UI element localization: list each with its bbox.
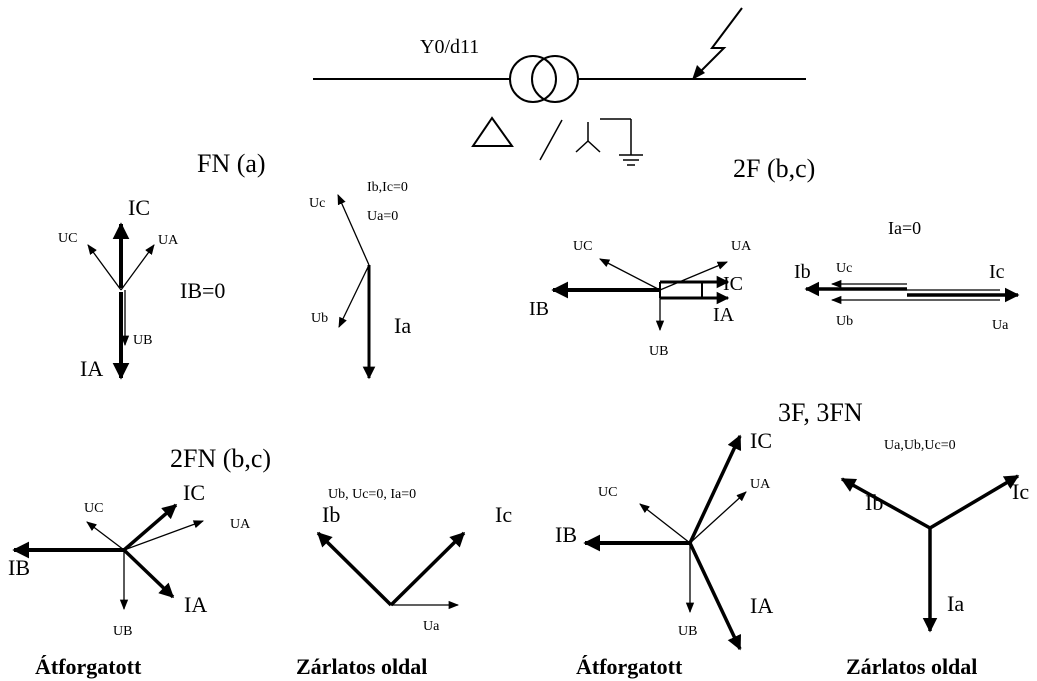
caption-rotated-left: Átforgatott: [35, 654, 142, 679]
title-fn: FN (a): [197, 149, 266, 178]
fn-faulted-diagram: Uc Ib,Ic=0 Ua=0 Ub Ia: [309, 180, 411, 380]
2f-Ua-label: Ua: [992, 318, 1009, 333]
2fn-UC-label: UC: [84, 501, 103, 516]
2f-UC-vector: [599, 258, 661, 291]
3f-Ia-label: Ia: [947, 591, 964, 616]
3f-IC-label: IC: [750, 428, 772, 453]
2f-UA-vector: [659, 261, 728, 291]
fn-UC-vector: [87, 244, 122, 291]
title-2fn: 2FN (b,c): [170, 444, 271, 473]
3f-UA-vector: [689, 491, 747, 544]
2f-Ub-label: Ub: [836, 314, 853, 329]
fn-UA-vector: [120, 244, 155, 291]
2fn-IB-label: IB: [8, 555, 30, 580]
transformer-winding-right: [531, 55, 579, 103]
2fn-Ua-label: Ua: [423, 619, 440, 634]
2f-UA-label: UA: [731, 239, 752, 254]
2f-rotated-diagram: UC UA IC IA IB UB: [529, 239, 752, 359]
3f-rotated-diagram: IC UC UA IB IA UB: [555, 428, 773, 651]
title-2f: 2F (b,c): [733, 154, 815, 183]
2fn-Ic-vector: [389, 531, 466, 607]
2fn-UC-vector: [86, 521, 125, 551]
2f-faulted-note: Ia=0: [888, 218, 921, 238]
3f-UA-label: UA: [750, 477, 771, 492]
2fn-IA-label: IA: [184, 592, 207, 617]
fn-Ia-label: Ia: [394, 313, 411, 338]
2f-IB-label: IB: [529, 298, 549, 320]
fn-Ub-vector: [338, 264, 370, 328]
transformer-label: Y0/d11: [420, 36, 479, 58]
3f-faulted-note: Ua,Ub,Uc=0: [884, 438, 956, 453]
fault-lightning-icon: [695, 7, 743, 77]
2fn-UB-label: UB: [113, 624, 132, 639]
2f-faulted-diagram: Ia=0 Ib Uc Ub Ic Ua: [794, 218, 1020, 333]
fn-UC-label: UC: [58, 231, 77, 246]
2f-Ib-label: Ib: [794, 261, 811, 283]
transformer-schematic: Y0/d11: [313, 7, 806, 166]
3f-IB-label: IB: [555, 522, 577, 547]
2f-IC-label: IC: [723, 273, 743, 295]
2fn-IC-label: IC: [183, 480, 205, 505]
2fn-Ic-label: Ic: [495, 502, 512, 527]
2fn-rotated-diagram: UC IC UA IB IA UB: [8, 480, 251, 639]
transformer-winding-left: [509, 55, 557, 103]
2fn-UA-vector: [123, 520, 204, 551]
fn-Ub-label: Ub: [311, 311, 328, 326]
3f-UB-label: UB: [678, 624, 697, 639]
caption-faulted-left: Zárlatos oldal: [296, 654, 427, 679]
2f-UC-label: UC: [573, 239, 592, 254]
2f-Uc-label: Uc: [836, 261, 852, 276]
winding-slash: [539, 119, 563, 161]
fn-IC-label: IC: [128, 195, 150, 220]
3f-IC-vector: [688, 434, 742, 544]
2fn-faulted-diagram: Ub, Uc=0, Ia=0 Ib Ic Ua: [316, 487, 512, 634]
title-3f: 3F, 3FN: [778, 398, 863, 427]
caption-faulted-right: Zárlatos oldal: [846, 654, 977, 679]
fn-faulted-note-2: Ua=0: [367, 209, 398, 224]
2f-IA-label: IA: [713, 304, 735, 326]
2fn-faulted-note: Ub, Uc=0, Ia=0: [328, 487, 416, 502]
3f-UC-label: UC: [598, 485, 617, 500]
2f-UB-label: UB: [649, 344, 668, 359]
star-ground-icon: [575, 118, 643, 166]
fn-UA-label: UA: [158, 233, 179, 248]
2fn-Ib-label: Ib: [322, 502, 340, 527]
3f-UC-vector: [639, 503, 691, 544]
fn-UB-label: UB: [133, 333, 152, 348]
2fn-IC-vector: [122, 503, 178, 552]
fn-Uc-label: Uc: [309, 196, 325, 211]
2fn-IA-vector: [122, 548, 175, 599]
fault-arrowhead-icon: [692, 65, 705, 80]
3f-Ic-vector: [929, 474, 1020, 530]
3f-Ib-label: Ib: [865, 490, 883, 515]
caption-rotated-right: Átforgatott: [576, 654, 683, 679]
2fn-UA-label: UA: [230, 517, 251, 532]
3f-faulted-diagram: Ua,Ub,Uc=0 Ib Ic Ia: [840, 438, 1029, 633]
3f-IA-label: IA: [750, 593, 773, 618]
3f-Ic-label: Ic: [1012, 479, 1029, 504]
fn-rotated-diagram: IC UC UA UB IA IB=0: [58, 195, 225, 381]
fn-IB-zero-note: IB=0: [180, 278, 225, 303]
fn-IA-label: IA: [80, 356, 103, 381]
fn-faulted-note-1: Ib,Ic=0: [367, 180, 408, 195]
3f-IA-vector: [688, 542, 742, 651]
delta-icon: [471, 116, 514, 147]
3f-Ib-vector: [840, 477, 931, 530]
2fn-Ib-vector: [316, 531, 393, 607]
fn-Uc-vector: [337, 194, 370, 266]
2f-Ic-label: Ic: [989, 261, 1005, 283]
